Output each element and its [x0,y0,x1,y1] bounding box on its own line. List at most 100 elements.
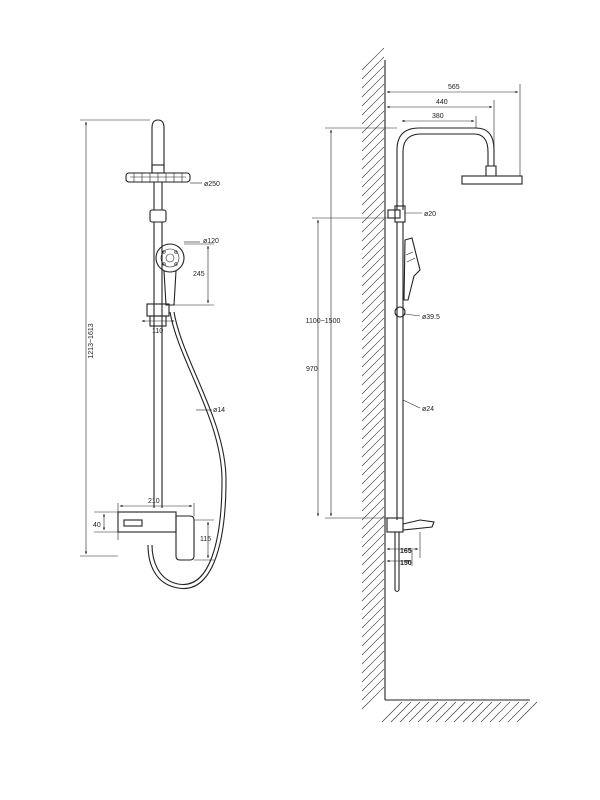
hatch-line [361,533,385,557]
hatch-line [361,524,385,548]
hand-shower-side [403,237,421,301]
hatch-line [390,701,412,723]
hatch-line [417,701,439,723]
hatch-line [361,587,385,611]
hatch-line [381,701,403,723]
riser-connector [149,209,167,223]
hatch-line [361,209,385,233]
hatch-line [361,371,385,395]
hatch-line [361,614,385,638]
hatch-line [361,65,385,89]
head-diameter-label: ø250 [204,181,220,188]
hand-shower [155,243,185,306]
hatch-line [361,146,385,170]
hatch-line [361,236,385,260]
hatch-line [361,218,385,242]
mixer-width-label: 210 [148,498,160,505]
hatch-line [399,701,421,723]
hatch-line [361,407,385,431]
hatch-line [361,488,385,512]
hatch-line [361,497,385,521]
hatch-line [361,74,385,98]
hatch-line [361,245,385,269]
reach-total-label: 565 [448,84,460,91]
hatch-line [361,290,385,314]
overhead-shower-head [125,164,191,183]
hatch-line [507,701,529,723]
hatch-line [361,452,385,476]
hatch-line [361,398,385,422]
slide-bracket [394,306,406,318]
shower-arm [396,127,495,210]
hatch-line [361,128,385,152]
wall-hatching [361,47,385,710]
hatch-line [361,677,385,701]
hatch-line [361,47,385,71]
hatch-line [361,596,385,620]
hatch-line [361,101,385,125]
hatch-line [462,701,484,723]
hatch-line [361,353,385,377]
slide-holder [146,303,170,317]
hatch-line [361,155,385,179]
hatch-line [361,443,385,467]
spout-height-label: 40 [93,522,101,529]
riser-top-bend [151,119,165,170]
side-view: ø39.5 ø20 ø24 565 440 380 1100~1500 [306,47,538,723]
hatch-line [361,326,385,350]
hatch-line [361,650,385,674]
hatch-line [426,701,448,723]
total-height-label: 1213~1613 [88,323,95,358]
hatch-line [361,515,385,539]
hatch-line [361,263,385,287]
hatch-line [361,362,385,386]
hatch-line [498,701,520,723]
hatch-line [361,335,385,359]
mixer-depth-label: 165 [400,548,412,555]
overhead-head-side [461,175,523,185]
hatch-line [361,425,385,449]
hatch-line [453,701,475,723]
riser-upper-diameter-label: ø20 [424,211,436,218]
hatch-line [361,461,385,485]
hatch-line [361,686,385,710]
hatch-line [361,560,385,584]
mixer-body [117,511,195,561]
hatch-line [361,56,385,80]
hatch-line [361,83,385,107]
hose [151,311,223,585]
hatch-line [361,578,385,602]
hatch-line [444,701,466,723]
hatch-line [471,701,493,723]
hatch-line [361,110,385,134]
holder-width-label: 110 [152,328,163,335]
wall-bracket-top [387,209,401,219]
hatch-line [361,119,385,143]
hatch-line [361,569,385,593]
adjust-range-label: 1100~1500 [306,318,341,325]
hatch-line [408,701,430,723]
hatch-line [361,344,385,368]
hatch-line [361,173,385,197]
hatch-line [361,479,385,503]
hatch-line [361,434,385,458]
hatch-line [361,92,385,116]
front-view: 1213~1613 ø250 ø120 245 110 ø14 210 40 1 [80,119,227,589]
wall-offset-label: 150 [400,560,412,567]
bracket-diameter-label: ø39.5 [422,314,440,321]
hatch-line [361,281,385,305]
hatch-line [361,182,385,206]
hatch-line [361,200,385,224]
hatch-line [489,701,511,723]
hatch-line [361,542,385,566]
floor-hatching [381,701,538,723]
hatch-line [361,551,385,575]
mixer-height-label: 115 [200,536,211,543]
hatch-line [361,605,385,629]
hatch-line [361,668,385,692]
hatch-line [480,701,502,723]
hose-diameter-label: ø14 [213,407,225,414]
hatch-line [361,137,385,161]
hatch-line [361,317,385,341]
